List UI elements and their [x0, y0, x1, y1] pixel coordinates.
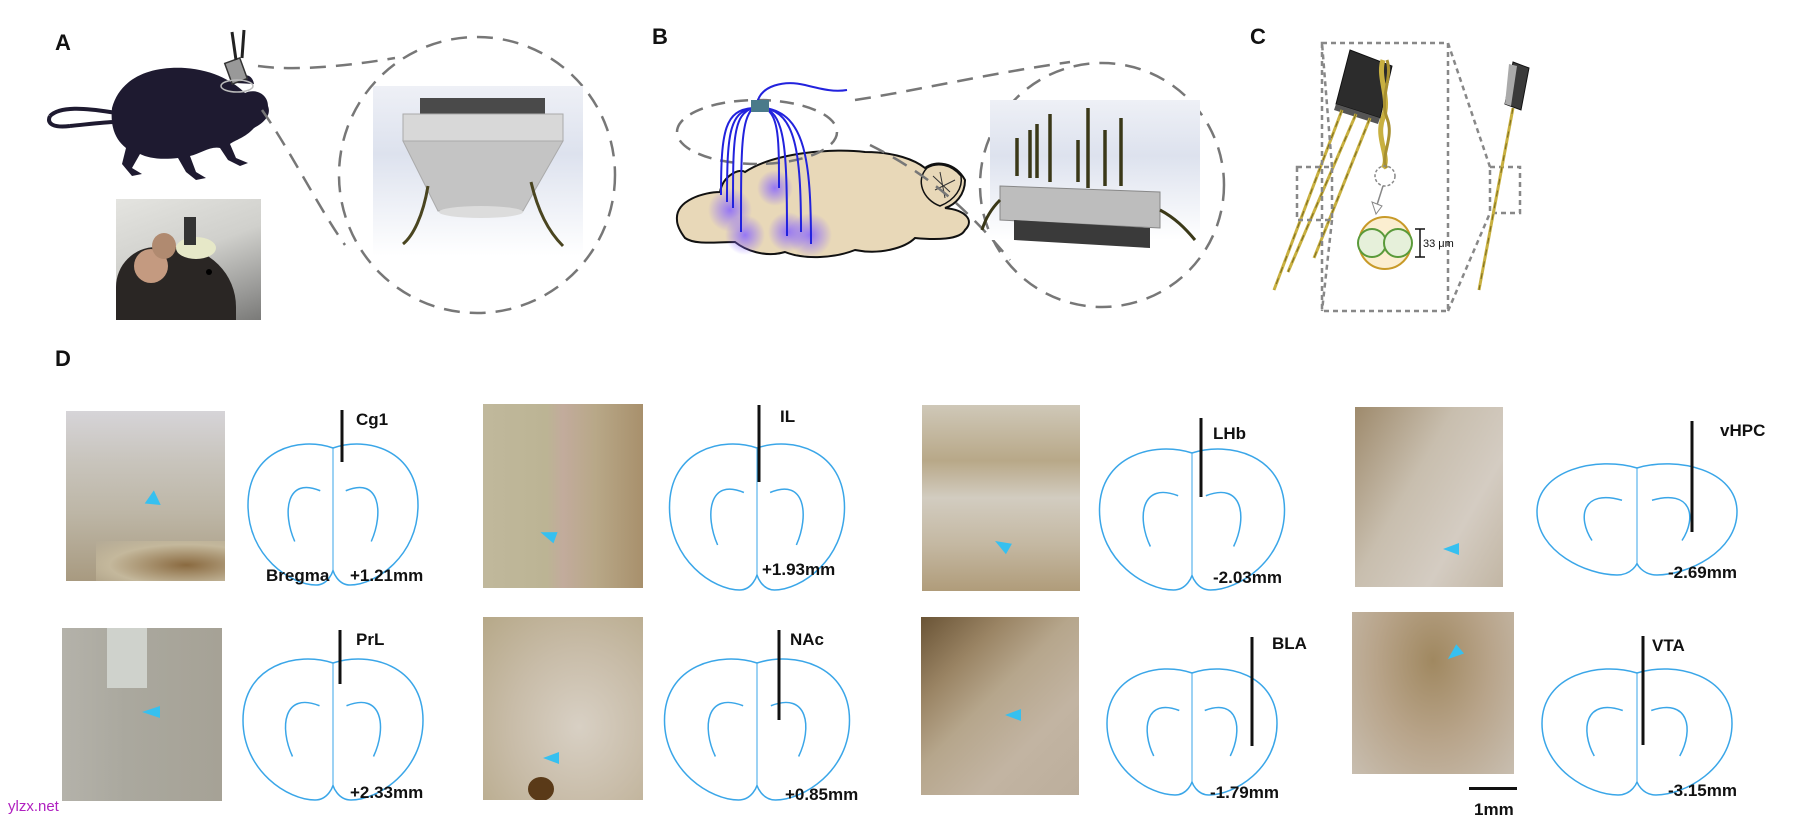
region-label-vta: VTA [1652, 636, 1685, 655]
scale-bar-label: 1mm [1474, 800, 1514, 819]
region-label-vhpc: vHPC [1720, 421, 1766, 440]
cross-section-size-label: 33 μm [1423, 238, 1454, 250]
atlas-prl [242, 630, 424, 801]
watermark: ylzx.net [8, 798, 59, 815]
twisted-wire-bundle-left [1272, 49, 1393, 291]
atlas-lhb [1098, 418, 1286, 591]
coordinate-lhb: -2.03mm [1213, 568, 1282, 587]
sagittal-brain-schematic [675, 82, 970, 259]
region-label-nac: NAc [790, 630, 825, 649]
region-label-prl: PrL [356, 630, 385, 649]
scale-bar [1469, 787, 1517, 790]
histology-cg1 [66, 411, 225, 581]
atlas-cg1 [247, 410, 419, 586]
arrowhead-marker-icon [543, 752, 559, 764]
histology-bla [921, 617, 1079, 795]
atlas-nac [663, 630, 851, 801]
panel-a-magnify-circle [257, 35, 617, 315]
atlas-il [668, 405, 846, 591]
histology-vhpc [1355, 407, 1503, 587]
coordinate-cg1: +1.21mm [350, 566, 424, 585]
arrowhead-marker-icon [1005, 709, 1021, 721]
atlas-vhpc [1536, 421, 1738, 576]
coordinate-vhpc: -2.69mm [1668, 563, 1737, 582]
electrode-connector-3d-icon [980, 108, 1197, 248]
region-label-il: IL [780, 407, 796, 426]
region-label-bla: BLA [1272, 634, 1307, 653]
mouse-silhouette-icon [47, 29, 269, 180]
panel-d-label: D [55, 346, 71, 371]
connector-3d-icon [402, 98, 565, 248]
panel-c-zoom-frame [1295, 41, 1522, 313]
arrowhead-marker-icon [1443, 543, 1459, 555]
coordinate-vta: -3.15mm [1668, 781, 1737, 800]
arrowhead-marker-icon [142, 706, 160, 718]
coordinate-prl: +2.33mm [350, 783, 424, 802]
histology-prl [62, 628, 222, 801]
panel-c-label: C [1250, 24, 1266, 49]
histology-vta [1352, 612, 1514, 774]
coordinate-bla: -1.79mm [1210, 783, 1279, 802]
atlas-vta [1541, 636, 1733, 796]
region-label-cg1: Cg1 [356, 410, 389, 429]
twisted-wire-magnified [1357, 59, 1425, 270]
histology-il [483, 404, 643, 588]
atlas-bla [1106, 637, 1278, 796]
coordinate-il: +1.93mm [762, 560, 836, 579]
implanted-mouse-photo [116, 199, 261, 320]
twisted-wire-single [1477, 61, 1530, 291]
panel-b-label: B [652, 24, 668, 49]
panel-a-label: A [55, 30, 71, 55]
region-label-lhb: LHb [1213, 424, 1247, 443]
histology-lhb [922, 405, 1080, 591]
histology-nac [483, 617, 643, 800]
bregma-label: Bregma [266, 566, 330, 585]
coordinate-nac: +0.85mm [785, 785, 859, 804]
